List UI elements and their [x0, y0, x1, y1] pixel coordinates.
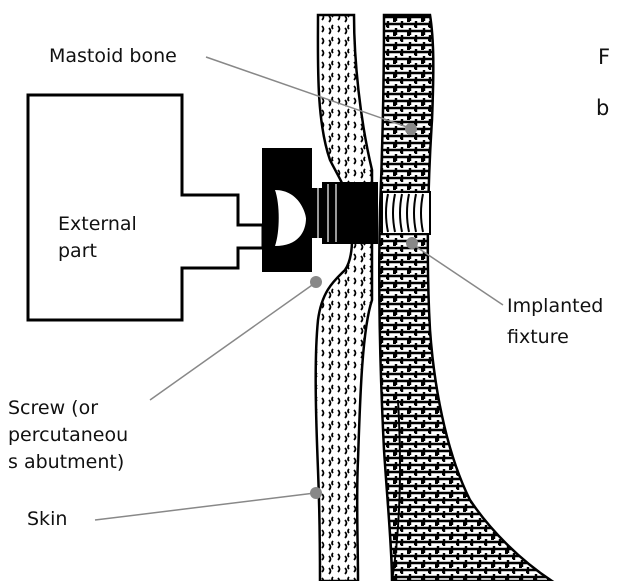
leader-line-skin: [95, 493, 315, 520]
skin-marker: [310, 487, 322, 499]
screw-label-line1: Screw (or: [8, 397, 98, 420]
screw-label-line2: percutaneou: [8, 424, 128, 447]
cut-off-text-line1: F: [598, 44, 610, 70]
implanted-fixture: [382, 192, 430, 234]
mastoid-bone-marker: [405, 123, 417, 135]
skin-label: Skin: [27, 508, 67, 531]
cut-off-text-line2: b: [596, 95, 609, 121]
leader-line-mastoid-bone: [206, 57, 410, 128]
screw-label-line3: s abutment): [8, 451, 124, 474]
external-part-label-line2: part: [58, 240, 97, 263]
external-part-housing: [28, 95, 312, 320]
skin-layer: [316, 15, 372, 581]
screw-marker: [310, 276, 322, 288]
mastoid-bone-label: Mastoid bone: [49, 45, 177, 68]
implanted-fixture-label-line1: Implanted: [507, 295, 603, 318]
abutment-screw: [312, 182, 378, 244]
implanted-fixture-marker: [406, 237, 418, 249]
implanted-fixture-label-line2: fixture: [507, 326, 569, 349]
external-part-label-line1: External: [58, 213, 137, 236]
